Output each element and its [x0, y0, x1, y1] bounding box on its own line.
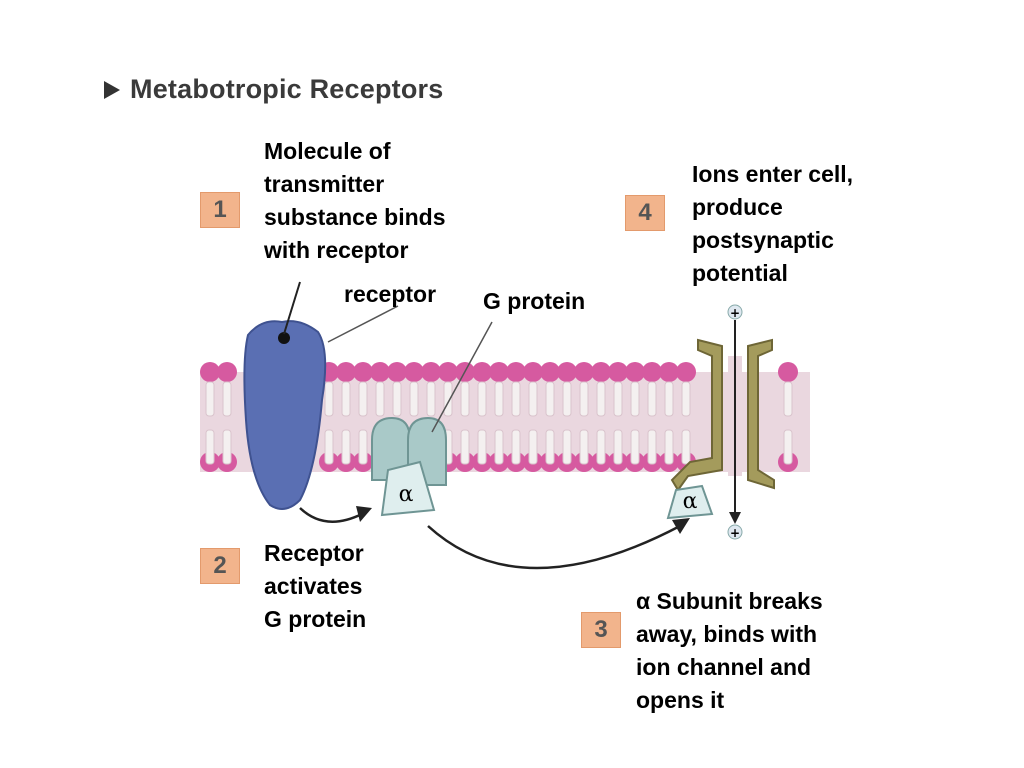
step-3-badge: 3: [581, 612, 621, 648]
lipid-tail: [545, 381, 555, 417]
step-2-caption: Receptor activates G protein: [264, 540, 367, 632]
diagram-heading: Metabotropic Receptors: [104, 74, 443, 105]
lipid-tail: [562, 381, 572, 417]
lipid-tail: [494, 429, 504, 465]
activation-arrow: [299, 507, 363, 523]
step-4-caption: Ions enter cell, produce postsynaptic po…: [692, 161, 854, 286]
lipid-tail: [477, 381, 487, 417]
membrane-head-top: [200, 362, 220, 382]
lipid-tail: [341, 381, 351, 417]
lipid-tail: [477, 429, 487, 465]
membrane-head-top: [523, 362, 543, 382]
step-4-badge: 4: [625, 195, 665, 231]
membrane-head-top: [778, 362, 798, 382]
lipid-tail: [647, 429, 657, 465]
lipid-tail: [545, 429, 555, 465]
lipid-tail: [341, 429, 351, 465]
membrane-head-top: [625, 362, 645, 382]
heading-text: Metabotropic Receptors: [130, 74, 444, 104]
lipid-tail: [681, 381, 691, 417]
lipid-tail: [460, 381, 470, 417]
lipid-tail: [783, 429, 793, 465]
svg-text:+: +: [730, 306, 740, 320]
lipid-tail: [358, 381, 368, 417]
lipid-tail: [324, 381, 334, 417]
membrane-head-top: [642, 362, 662, 382]
lipid-tail: [528, 429, 538, 465]
membrane-head-top: [574, 362, 594, 382]
membrane-head-top: [370, 362, 390, 382]
ion-icon-bottom: [727, 524, 743, 540]
lipid-tail: [596, 429, 606, 465]
lipid-tail: [205, 381, 215, 417]
membrane-head-top: [591, 362, 611, 382]
transmitter-molecule: [278, 332, 290, 344]
membrane-head-top: [336, 362, 356, 382]
membrane-head-top: [557, 362, 577, 382]
membrane-head-top: [608, 362, 628, 382]
subunit-arrow: [427, 524, 681, 570]
molecule-pointer: [283, 281, 301, 335]
lipid-tail: [664, 429, 674, 465]
lipid-tail: [630, 381, 640, 417]
membrane-head-top: [217, 362, 237, 382]
gprotein-pointer: [431, 321, 493, 433]
lipid-tail: [375, 381, 385, 417]
lipid-tail: [664, 381, 674, 417]
membrane-head-top: [387, 362, 407, 382]
membrane-head-top: [676, 362, 696, 382]
lipid-tail: [528, 381, 538, 417]
step-1-badge: 1: [200, 192, 240, 228]
ion-channel: + +: [666, 304, 775, 540]
receptor-protein: [243, 320, 327, 510]
lipid-tail: [613, 429, 623, 465]
lipid-tail: [511, 381, 521, 417]
membrane-head-top: [506, 362, 526, 382]
alpha-label-channel: α: [683, 489, 698, 514]
lipid-tail: [409, 381, 419, 417]
ion-icon-top: [727, 304, 743, 320]
membrane-head-top: [438, 362, 458, 382]
lipid-tail: [222, 381, 232, 417]
lipid-tail: [205, 429, 215, 465]
lipid-tail: [596, 381, 606, 417]
step-1-caption: Molecule of transmitter substance binds …: [264, 138, 446, 263]
alpha-subunit-bound: [666, 484, 714, 520]
lipid-tail: [494, 381, 504, 417]
lipid-tail: [630, 429, 640, 465]
receptor-label: receptor: [344, 281, 437, 307]
lipid-tail: [358, 429, 368, 465]
membrane-head-top: [489, 362, 509, 382]
lipid-tail: [324, 429, 334, 465]
membrane-head-top: [353, 362, 373, 382]
lipid-tail: [222, 429, 232, 465]
svg-text:+: +: [730, 526, 740, 540]
membrane-head-top: [472, 362, 492, 382]
membrane-head-top: [540, 362, 560, 382]
membrane-head-top: [421, 362, 441, 382]
alpha-subunit: [380, 460, 436, 517]
lipid-tail: [426, 381, 436, 417]
step-3-caption: α Subunit breaks away, binds with ion ch…: [636, 588, 823, 713]
receptor-pointer: [327, 305, 399, 343]
lipid-tail: [613, 381, 623, 417]
lipid-tail: [783, 381, 793, 417]
lipid-tail: [562, 429, 572, 465]
triangle-bullet-icon: [104, 80, 120, 99]
lipid-tail: [681, 429, 691, 465]
membrane-head-top: [659, 362, 679, 382]
step-2-badge: 2: [200, 548, 240, 584]
lipid-tail: [392, 381, 402, 417]
alpha-label-gprotein: α: [399, 482, 414, 507]
g-protein-label: G protein: [483, 288, 586, 314]
lipid-tail: [579, 381, 589, 417]
lipid-tail: [460, 429, 470, 465]
lipid-tail: [647, 381, 657, 417]
lipid-tail: [511, 429, 521, 465]
lipid-tail: [579, 429, 589, 465]
membrane-head-top: [404, 362, 424, 382]
g-protein: [371, 416, 447, 517]
